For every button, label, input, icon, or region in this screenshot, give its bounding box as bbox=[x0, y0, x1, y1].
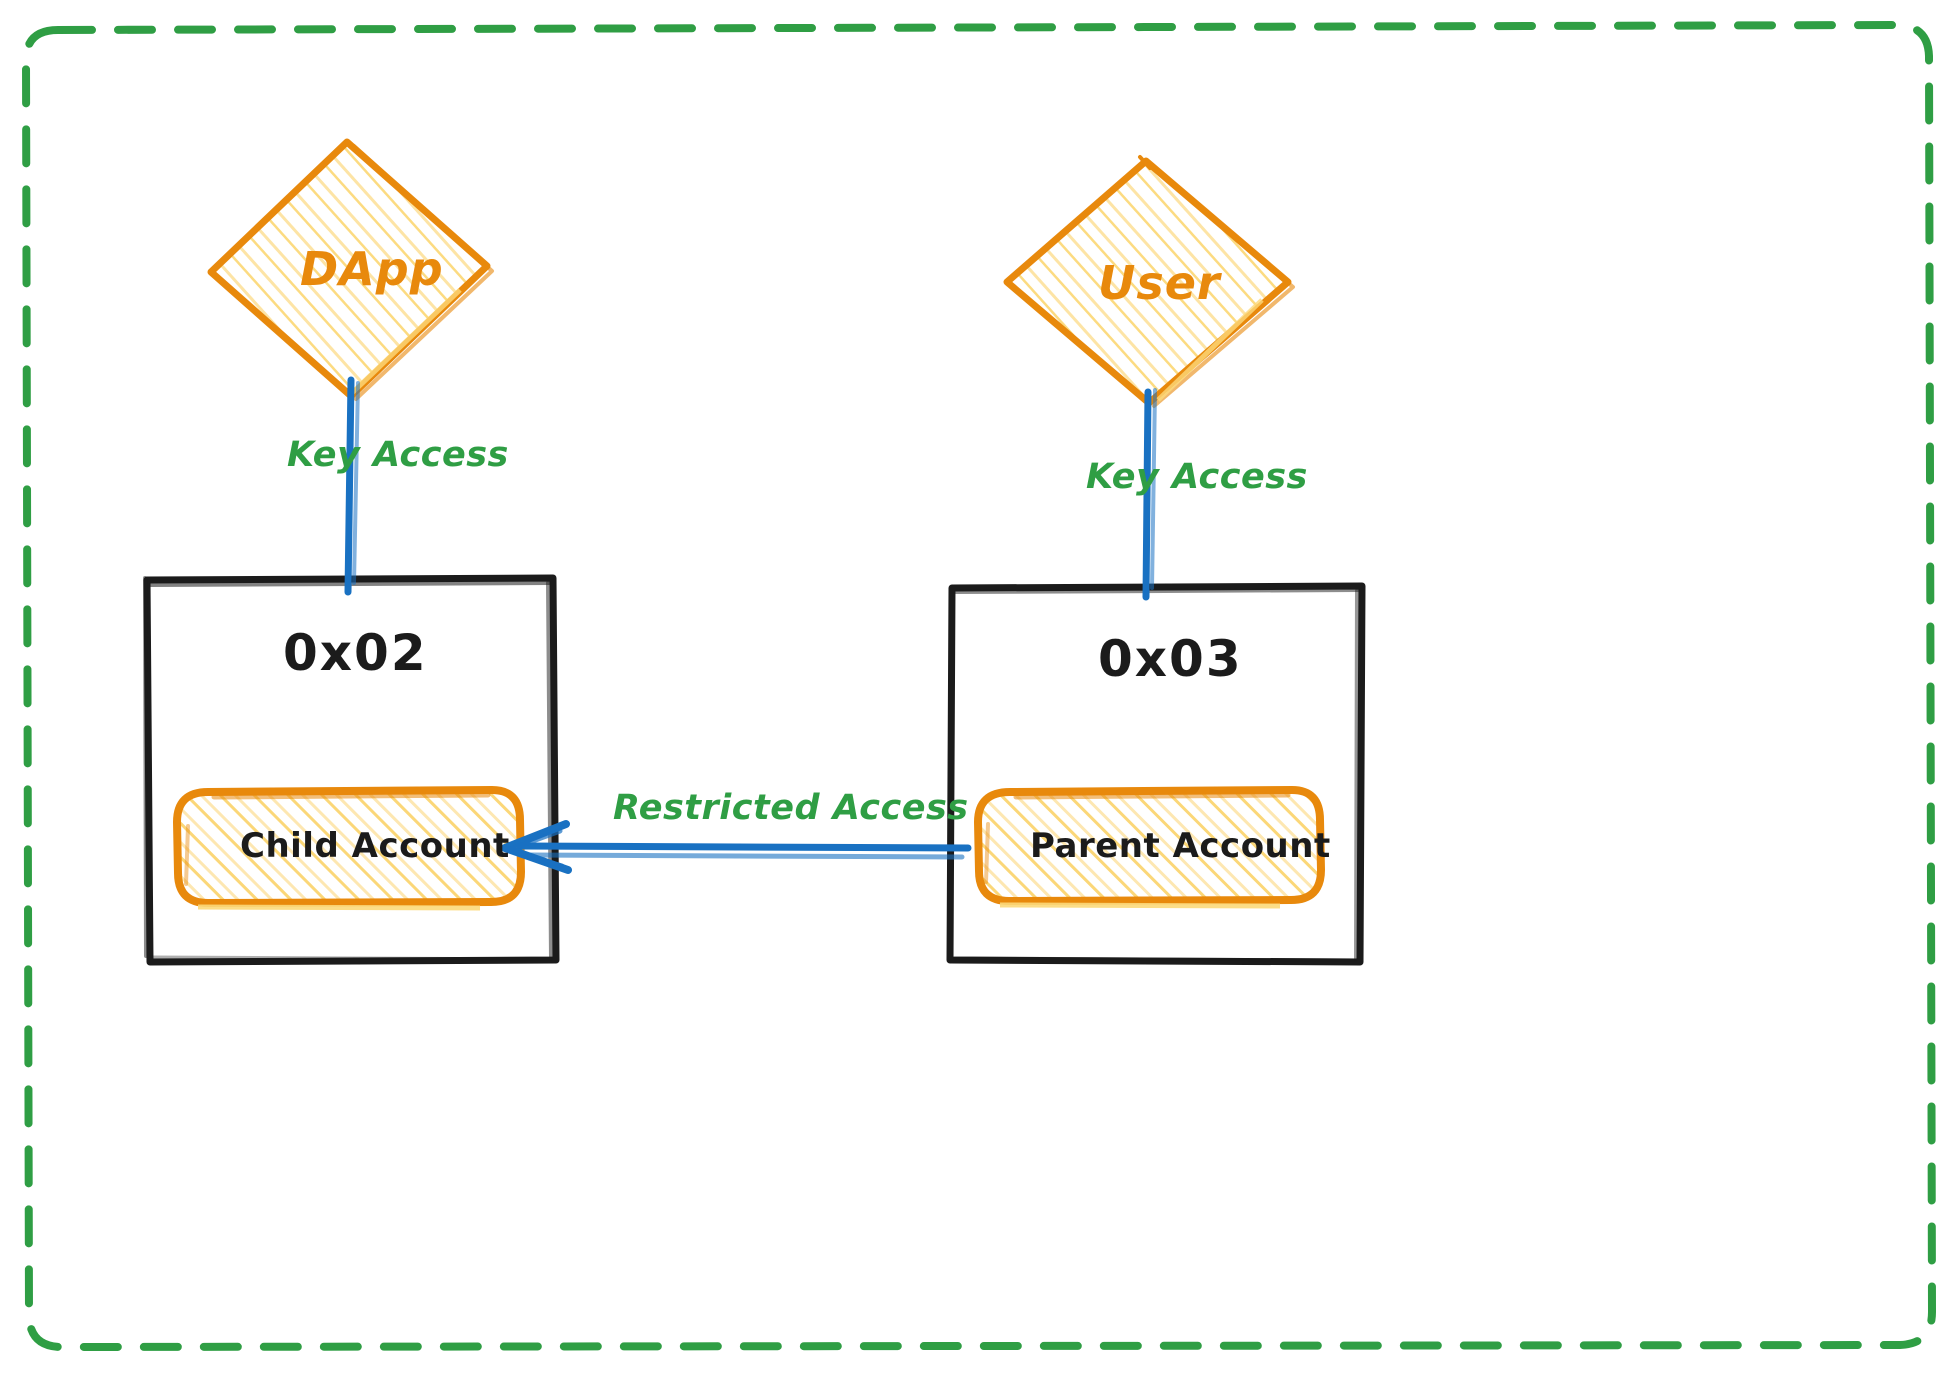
edge-user-to-parent[interactable] bbox=[1142, 388, 1157, 601]
node-parent-account-shape[interactable] bbox=[974, 786, 1325, 909]
edge-parent-to-child[interactable] bbox=[501, 820, 972, 874]
node-user-shape[interactable] bbox=[1003, 155, 1295, 408]
node-dapp-shape[interactable] bbox=[207, 138, 494, 401]
node-child-account-shape[interactable] bbox=[173, 786, 525, 911]
arrowhead-left-icon bbox=[501, 820, 572, 874]
edge-dapp-to-child[interactable] bbox=[344, 376, 360, 596]
dashed-boundary bbox=[21, 20, 1937, 1352]
